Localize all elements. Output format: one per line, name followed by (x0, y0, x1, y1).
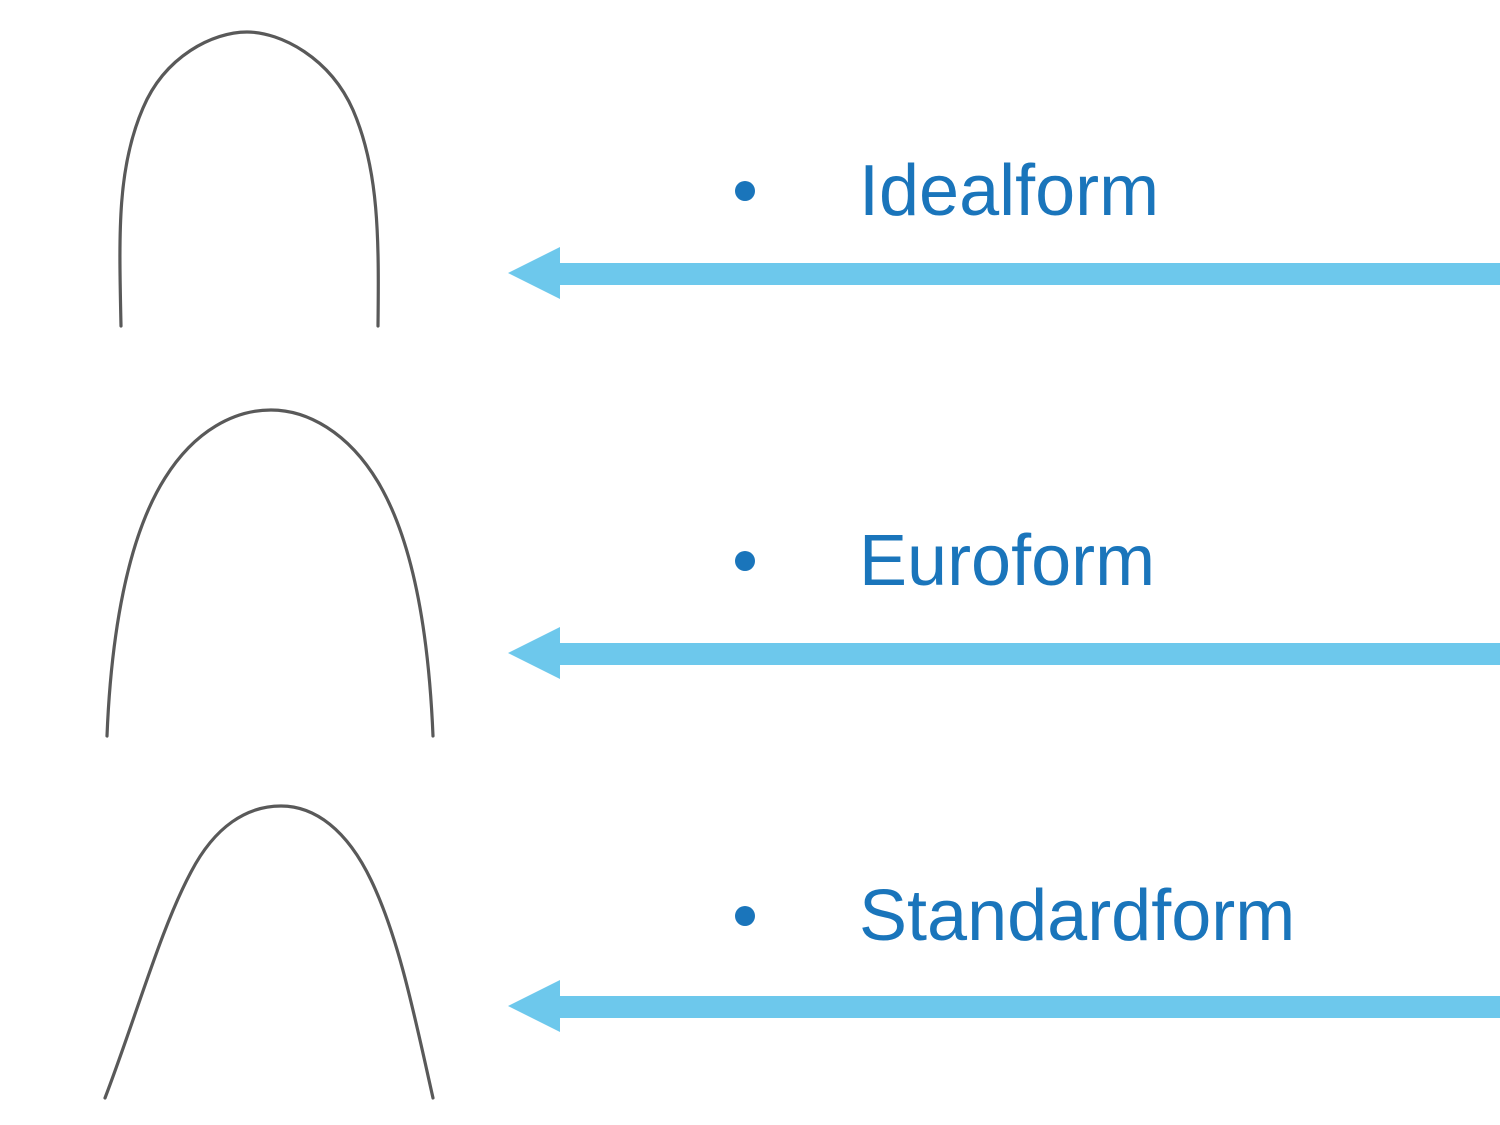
list-item-label: Euroform (859, 521, 1156, 601)
standardform-archwire (103, 804, 435, 1100)
idealform-archwire (118, 30, 380, 328)
arrow-left-euroform[interactable] (508, 625, 1500, 681)
left-arrow-icon (508, 627, 1500, 679)
archwire-figure-euroform (85, 398, 465, 746)
arrow-left-standardform[interactable] (508, 978, 1500, 1034)
list-item-label: Standardform (859, 876, 1296, 956)
list-item-standardform[interactable]: Standardform (735, 880, 1295, 952)
archwire-figure-standardform (85, 788, 465, 1108)
left-arrow-icon (508, 247, 1500, 299)
list-item-label: Idealform (859, 151, 1160, 231)
list-item-euroform[interactable]: Euroform (735, 525, 1155, 597)
bullet-icon (735, 551, 755, 571)
list-item-idealform[interactable]: Idealform (735, 155, 1159, 227)
euroform-archwire (105, 408, 435, 738)
bullet-icon (735, 906, 755, 926)
arrow-left-idealform[interactable] (508, 245, 1500, 301)
bullet-icon (735, 181, 755, 201)
left-arrow-icon (508, 980, 1500, 1032)
archwire-figure-idealform (95, 18, 455, 338)
